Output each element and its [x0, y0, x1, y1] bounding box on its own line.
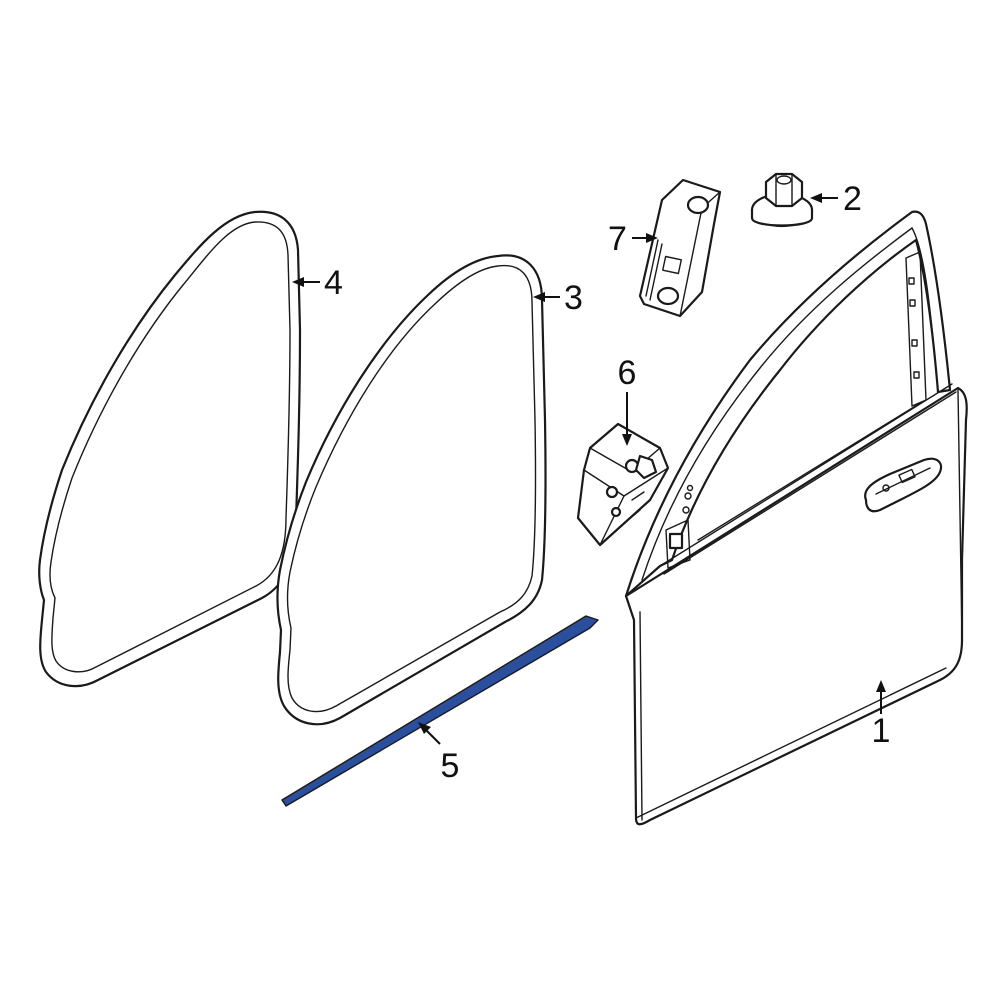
callout-7-label: 7 — [608, 220, 627, 258]
callout-5-label: 5 — [441, 747, 460, 785]
part-6-hinge-block[interactable] — [576, 422, 670, 547]
part-3-door-seal-inner[interactable] — [276, 254, 547, 726]
part-2-nut[interactable] — [750, 172, 814, 228]
callout-6: 6 — [618, 354, 637, 446]
part-7-bracket-plate[interactable] — [638, 178, 722, 318]
callout-3-label: 3 — [564, 279, 583, 317]
callout-1: 1 — [872, 680, 891, 750]
part-5-lower-trim-strip[interactable] — [281, 615, 599, 807]
callout-7: 7 — [608, 220, 658, 258]
callout-5: 5 — [418, 722, 459, 785]
callout-1-label: 1 — [872, 712, 891, 750]
part-4-door-seal-outer[interactable] — [38, 210, 302, 688]
callout-6-label: 6 — [618, 354, 637, 392]
callout-2-label: 2 — [843, 180, 862, 218]
callout-3: 3 — [533, 279, 583, 317]
callout-2: 2 — [810, 180, 862, 218]
callout-4-label: 4 — [324, 264, 343, 302]
part-1-front-door[interactable] — [624, 210, 968, 826]
callout-4: 4 — [292, 264, 343, 302]
